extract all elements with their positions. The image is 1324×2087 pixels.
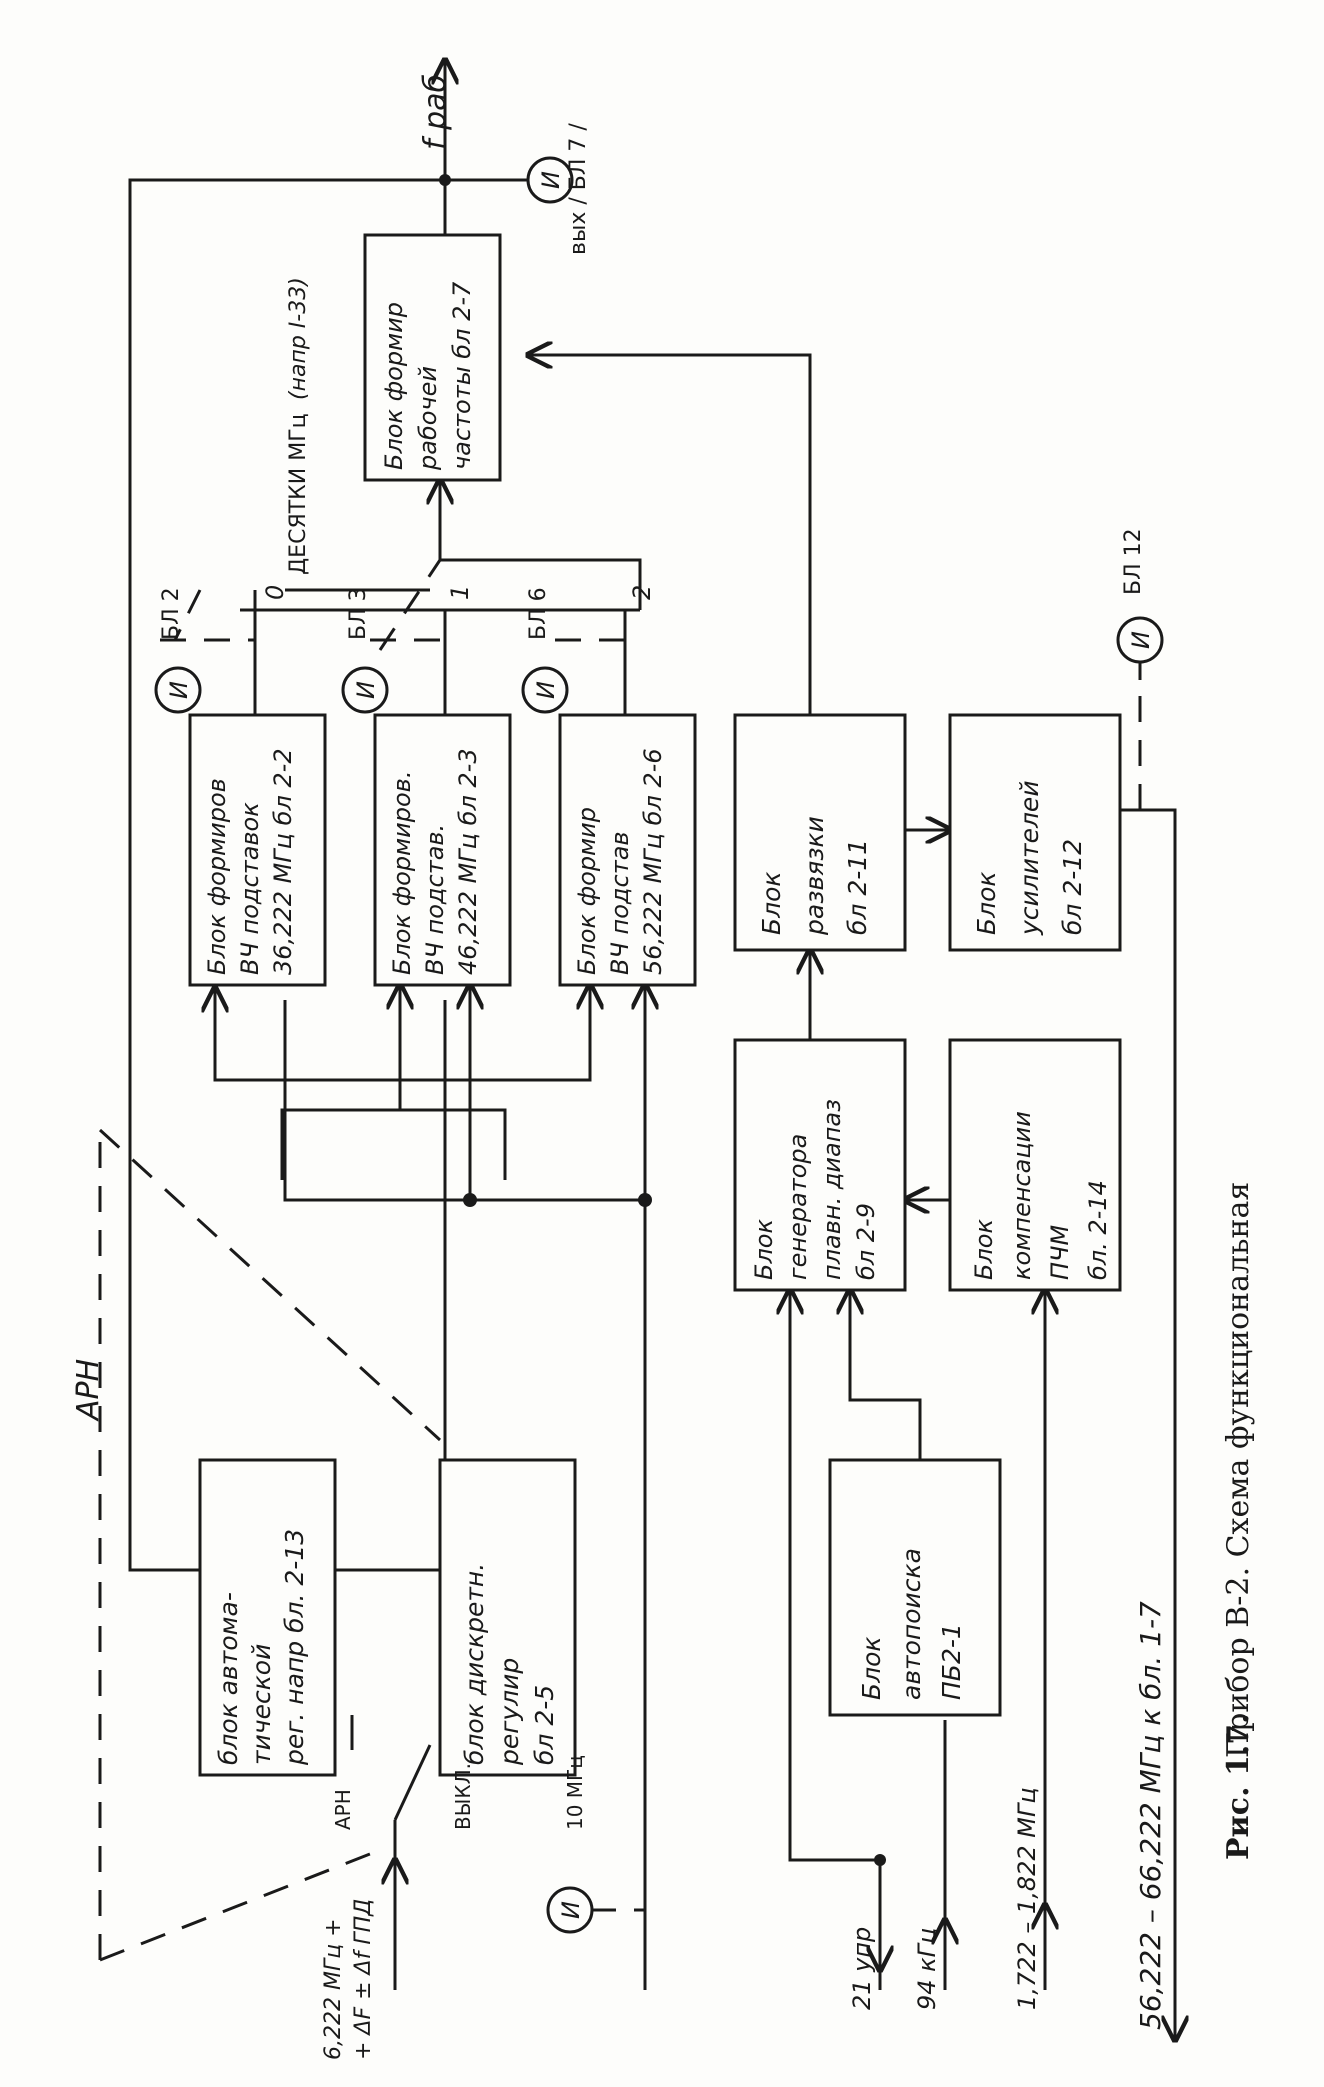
block-2-13-line1: блок автома- bbox=[214, 1592, 243, 1765]
label-94-khz: 94 кГц bbox=[913, 1928, 941, 2010]
label-input-freq-2: + ΔF ± Δf ГПД bbox=[351, 1899, 376, 2060]
block-2-9: Блок генератора плавн. диапаз бл 2-9 bbox=[733, 1038, 907, 1292]
label-arn-loop: АРН bbox=[71, 1359, 106, 1422]
block-2-14-line1: Блок bbox=[970, 1219, 998, 1280]
indicators: И И И И И И bbox=[154, 156, 1164, 1934]
block-pb2-1-line2: автопоиска bbox=[897, 1548, 926, 1700]
label-21-upr: 21 упр bbox=[848, 1927, 876, 2010]
indicator-bl2: И bbox=[154, 666, 202, 714]
label-f-rab: f раб bbox=[418, 74, 453, 150]
label-output-range: 56,222 – 66,222 МГц к бл. 1-7 bbox=[1134, 1601, 1167, 2030]
block-2-14: Блок компенсации ПЧМ бл. 2-14 bbox=[948, 1038, 1122, 1292]
block-2-12: Блок усилителей бл 2-12 bbox=[948, 713, 1122, 952]
label-10mhz: 10 МГц bbox=[563, 1755, 587, 1830]
block-2-12-line2: усилителей bbox=[1015, 780, 1044, 936]
block-2-7-line1: Блок формир bbox=[380, 302, 408, 470]
block-2-5: блок дискретн. регулир бл 2-5 bbox=[438, 1458, 577, 1777]
indicator-out-letter: И bbox=[537, 171, 565, 189]
label-bl6: БЛ 6 bbox=[526, 587, 551, 640]
label-desyatki: ДЕСЯТКИ МГц bbox=[286, 413, 311, 575]
block-2-7: Блок формир рабочей частоты бл 2-7 bbox=[363, 233, 502, 482]
label-bl2: БЛ 2 bbox=[159, 587, 184, 640]
indicator-10mhz: И bbox=[546, 1886, 594, 1934]
labels: f раб вых / БЛ 7 / ДЕСЯТКИ МГц (напр I-3… bbox=[71, 74, 1167, 2060]
block-2-9-line3: плавн. диапаз bbox=[818, 1099, 846, 1280]
indicator-bl6-letter: И bbox=[532, 681, 560, 699]
indicator-bl12: И bbox=[1116, 616, 1164, 664]
block-pb2-1-line3: ПБ2-1 bbox=[937, 1623, 966, 1700]
indicator-10mhz-letter: И bbox=[557, 1901, 585, 1919]
label-pos-0: 0 bbox=[261, 585, 289, 600]
label-1722-mhz: 1,722 – 1,822 МГц bbox=[1013, 1787, 1041, 2010]
block-2-3-line3: 46,222 МГц бл 2-3 bbox=[454, 748, 482, 975]
block-2-12-line3: бл 2-12 bbox=[1058, 839, 1087, 935]
block-2-14-line4: бл. 2-14 bbox=[1084, 1180, 1112, 1280]
block-2-14-line3: ПЧМ bbox=[1046, 1225, 1074, 1281]
block-2-2-line3: 36,222 МГц бл 2-2 bbox=[269, 748, 297, 975]
block-2-14-line2: компенсации bbox=[1008, 1111, 1036, 1280]
block-2-9-line2: генератора bbox=[784, 1134, 812, 1280]
indicator-bl12-letter: И bbox=[1127, 631, 1155, 649]
block-2-6-line3: 56,222 МГц бл 2-6 bbox=[639, 748, 667, 975]
figure-caption: Рис. 1.7. Прибор В-2. Схема функциональн… bbox=[1221, 1182, 1256, 1860]
block-2-9-line1: Блок bbox=[750, 1219, 778, 1280]
label-pos-1: 1 bbox=[446, 585, 474, 600]
block-pb2-1-line1: Блок bbox=[857, 1636, 886, 1700]
block-pb2-1: Блок автопоиска ПБ2-1 bbox=[828, 1458, 1002, 1717]
wires bbox=[128, 60, 1175, 2040]
label-arn-switch: АРН bbox=[331, 1789, 355, 1830]
block-2-13: блок автома- тической рег. напр бл. 2-13 bbox=[198, 1458, 337, 1777]
label-input-freq-1: 6,222 МГц + bbox=[321, 1918, 346, 2060]
indicator-out: И bbox=[526, 156, 574, 204]
block-2-11-line3: бл 2-11 bbox=[843, 839, 872, 935]
block-2-11-line1: Блок bbox=[757, 871, 786, 935]
indicator-bl2-letter: И bbox=[165, 681, 193, 699]
label-naprav: (напр I-33) bbox=[286, 277, 311, 400]
block-2-6: Блок формир ВЧ подстав 56,222 МГц бл 2-6 bbox=[558, 713, 697, 987]
dashed-links bbox=[98, 559, 1142, 1962]
block-2-6-line2: ВЧ подстав bbox=[606, 831, 634, 975]
block-2-11-line2: развязки bbox=[800, 816, 829, 936]
block-2-2-line1: Блок формиров bbox=[203, 778, 231, 975]
block-2-9-line4: бл 2-9 bbox=[852, 1203, 880, 1280]
indicator-bl3-letter: И bbox=[352, 681, 380, 699]
block-2-2-line2: ВЧ подставок bbox=[236, 802, 264, 975]
block-2-5-line2: регулир bbox=[495, 1658, 524, 1766]
block-2-6-line1: Блок формир bbox=[573, 807, 601, 975]
block-2-5-line1: блок дискретн. bbox=[460, 1563, 489, 1765]
block-2-3: Блок формиров. ВЧ подстав. 46,222 МГц бл… bbox=[373, 713, 512, 987]
indicator-bl6: И bbox=[521, 666, 569, 714]
label-bl3: БЛ 3 bbox=[346, 587, 371, 640]
block-2-12-line1: Блок bbox=[972, 871, 1001, 935]
label-bl12: БЛ 12 bbox=[1121, 528, 1146, 595]
caption-number: Рис. 1.7. bbox=[1221, 1713, 1256, 1860]
block-2-11: Блок развязки бл 2-11 bbox=[733, 713, 907, 952]
block-2-5-line3: бл 2-5 bbox=[530, 1685, 559, 1765]
block-2-2: Блок формиров ВЧ подставок 36,222 МГц бл… bbox=[188, 713, 327, 987]
block-2-7-line3: частоты бл 2-7 bbox=[448, 281, 476, 470]
label-out-bl7: вых / БЛ 7 / bbox=[566, 123, 591, 255]
block-2-7-line2: рабочей bbox=[414, 366, 442, 471]
block-2-3-line1: Блок формиров. bbox=[388, 771, 416, 975]
junctions bbox=[439, 174, 886, 1866]
block-2-13-line3: рег. напр бл. 2-13 bbox=[280, 1529, 309, 1766]
block-2-3-line2: ВЧ подстав. bbox=[421, 824, 449, 975]
block-2-13-line2: тической bbox=[247, 1644, 276, 1765]
label-pos-2: 2 bbox=[628, 585, 656, 600]
caption-text: Прибор В-2. Схема функциональная bbox=[1221, 1182, 1256, 1758]
label-off: ВЫКЛ. bbox=[451, 1763, 475, 1830]
indicator-bl3: И bbox=[341, 666, 389, 714]
